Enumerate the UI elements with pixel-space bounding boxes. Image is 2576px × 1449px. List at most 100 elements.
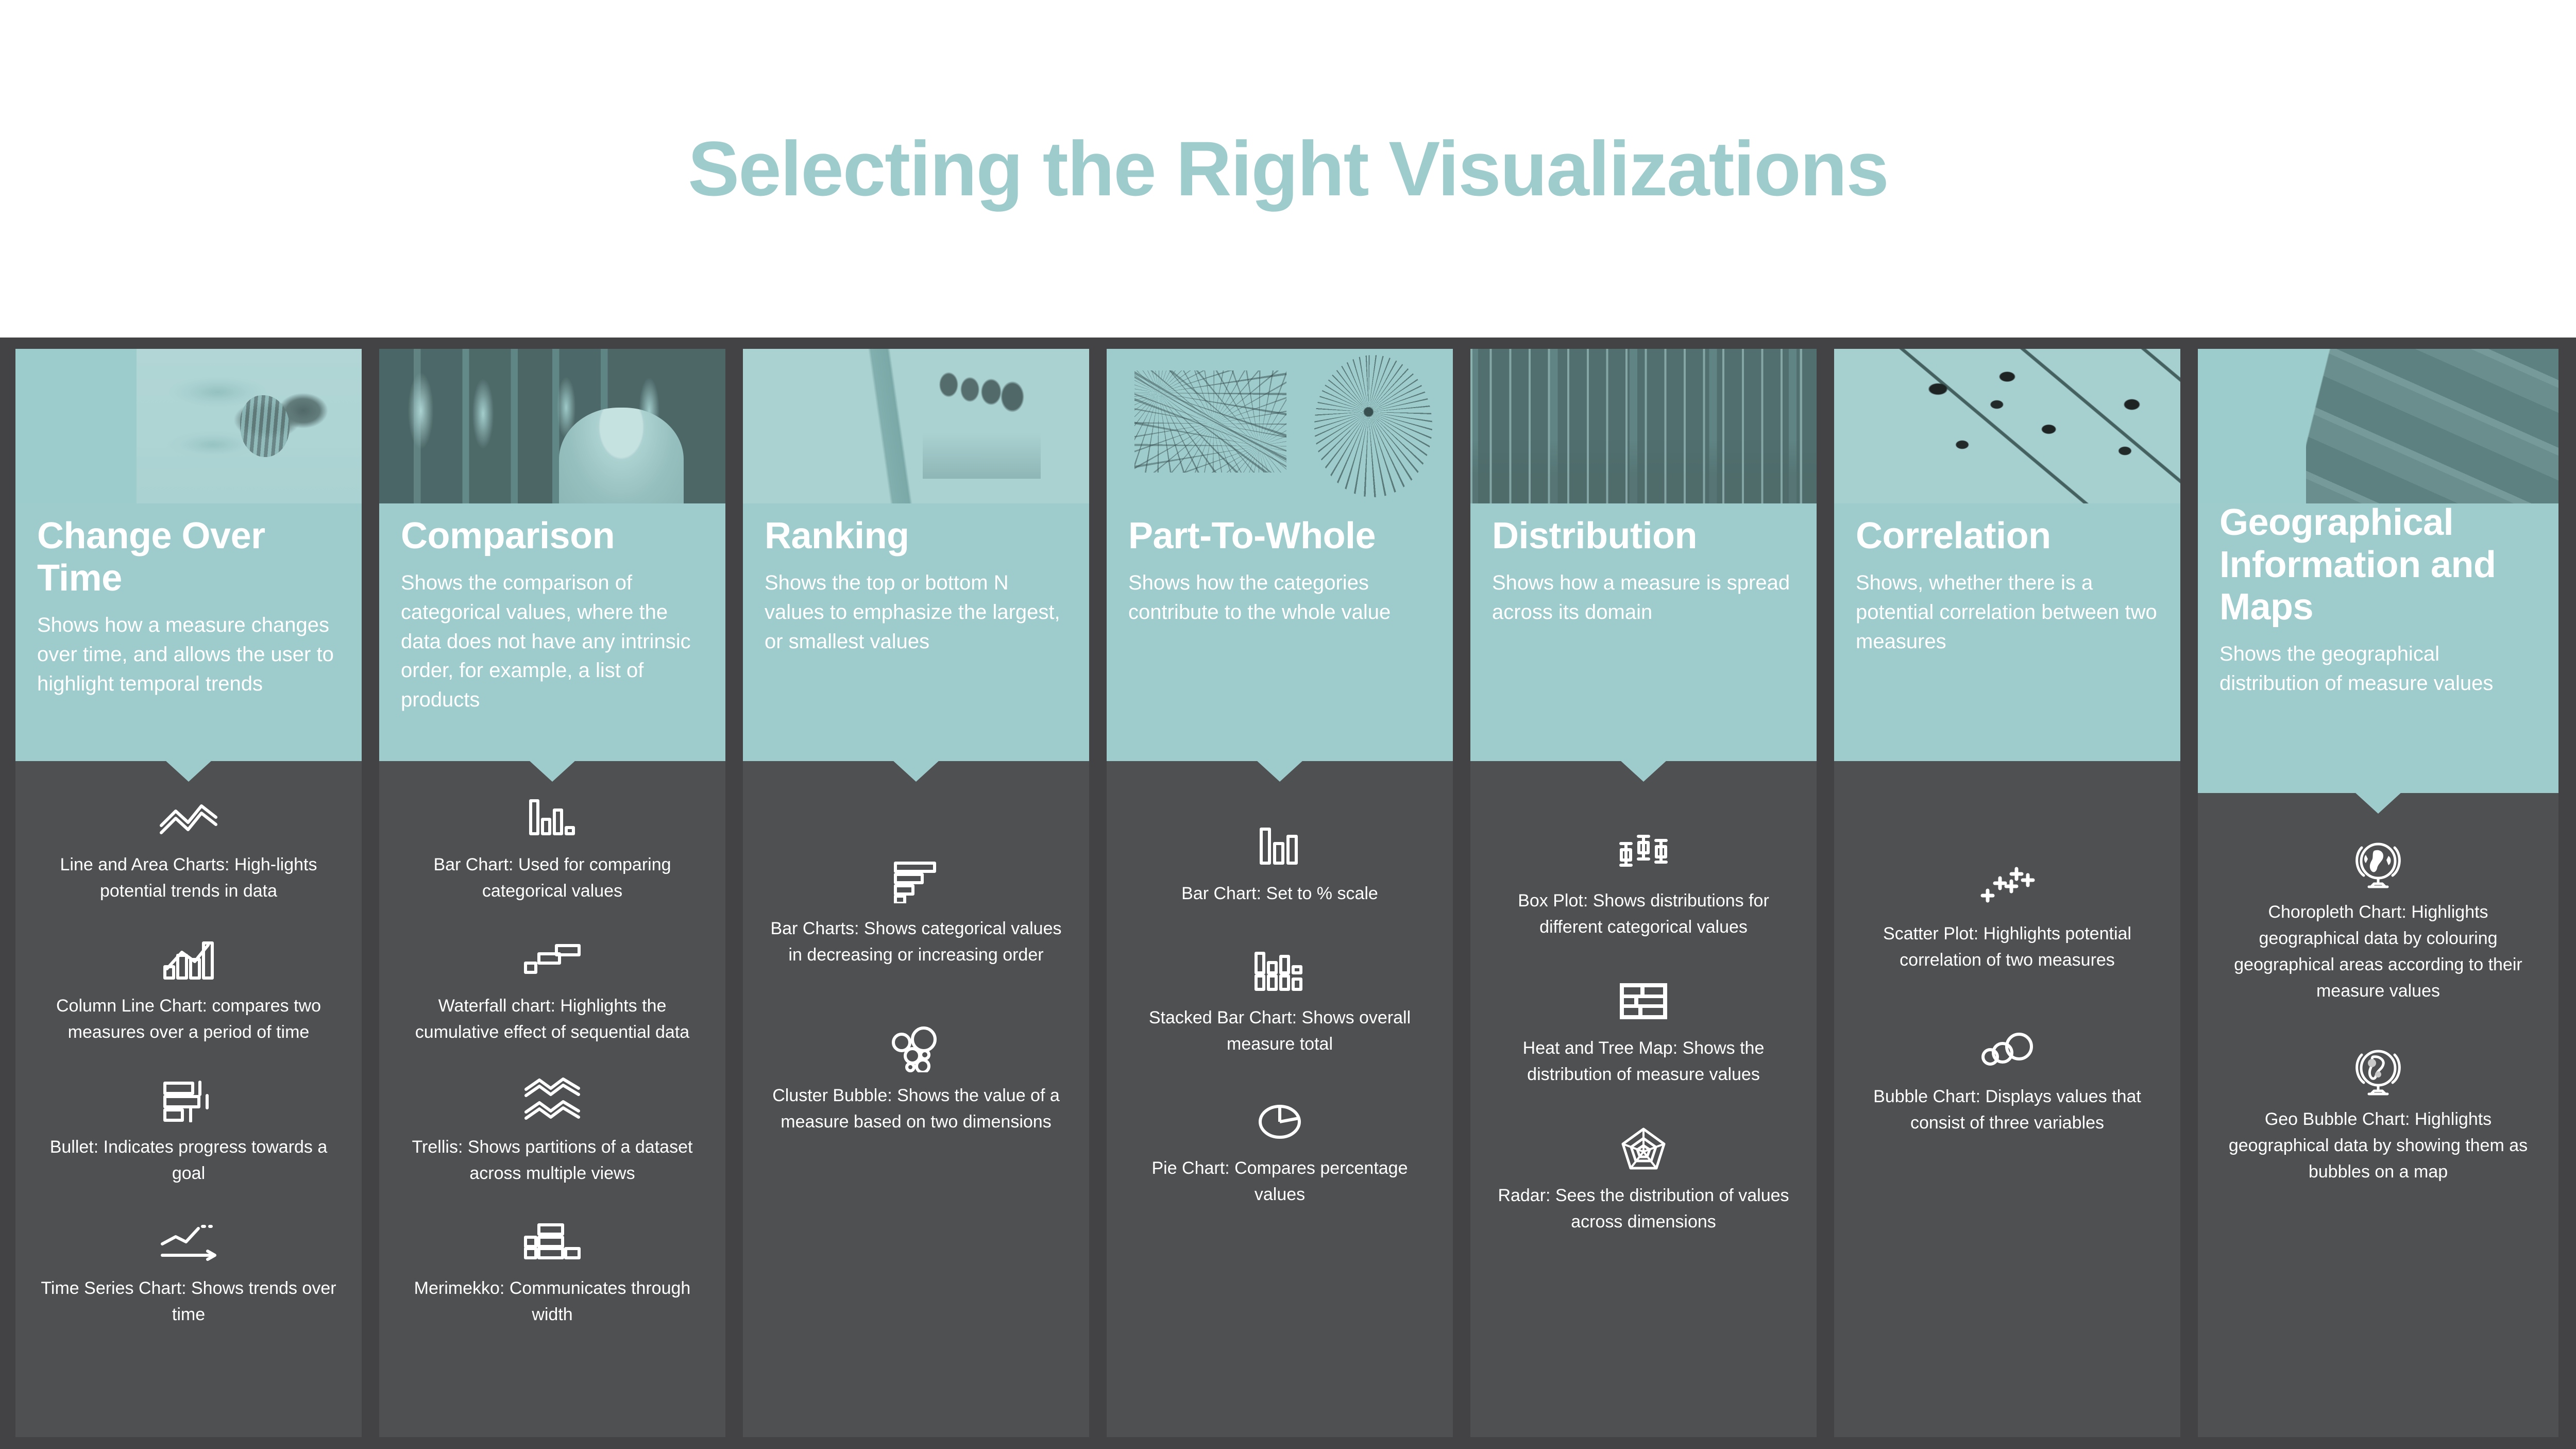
list-item[interactable]: Stacked Bar Chart: Shows overall measure…	[1126, 944, 1433, 1057]
chart-type-label: Cluster Bubble: Shows the value of a mea…	[772, 1086, 1060, 1132]
sorted-bar-chart-icon	[892, 855, 940, 908]
card-header-part-to-whole: Part-To-Whole Shows how the categories c…	[1107, 349, 1453, 782]
list-item[interactable]: Pie Chart: Compares percentage values	[1126, 1094, 1433, 1208]
list-item[interactable]: Line and Area Charts: High-lights potent…	[35, 791, 342, 904]
list-item[interactable]: Bullet: Indicates progress towards a goa…	[35, 1073, 342, 1187]
trellis-chart-icon	[522, 1073, 583, 1127]
card-header-ranking: Ranking Shows the top or bottom N values…	[743, 349, 1089, 782]
bullet-chart-icon	[162, 1073, 215, 1127]
chart-type-label: Box Plot: Shows distributions for differ…	[1518, 891, 1769, 937]
category-description: Shows the geographical distribution of m…	[2219, 643, 2494, 695]
header-notch-triangle	[1256, 760, 1303, 782]
chart-type-label: Merimekko: Communicates through width	[414, 1278, 691, 1324]
card-header-comparison: Comparison Shows the comparison of categ…	[379, 349, 725, 782]
category-description: Shows how a measure is spread across its…	[1492, 571, 1790, 624]
chart-type-label: Trellis: Shows partitions of a dataset a…	[412, 1137, 693, 1183]
card-header-correlation: Correlation Shows, whether there is a po…	[1834, 349, 2180, 761]
category-card-geographical-information-and-maps[interactable]: Geographical Information and Maps Shows …	[2198, 349, 2558, 1437]
chart-type-list: Line and Area Charts: High-lights potent…	[15, 761, 362, 1328]
page-title: Selecting the Right Visualizations	[688, 125, 1889, 212]
list-item[interactable]: Bar Charts: Shows categorical values in …	[762, 855, 1070, 968]
category-card-part-to-whole[interactable]: Part-To-Whole Shows how the categories c…	[1107, 349, 1453, 1437]
category-description: Shows the top or bottom N values to emph…	[765, 571, 1060, 653]
list-item[interactable]: Time Series Chart: Shows trends over tim…	[35, 1215, 342, 1328]
list-item[interactable]: Geo Bubble Chart: Highlights geographica…	[2217, 1046, 2539, 1185]
list-item[interactable]: Box Plot: Shows distributions for differ…	[1490, 827, 1797, 940]
chart-type-label: Geo Bubble Chart: Highlights geographica…	[2228, 1109, 2528, 1182]
chart-type-label: Radar: Sees the distribution of values a…	[1498, 1186, 1789, 1232]
chart-type-list: Box Plot: Shows distributions for differ…	[1470, 761, 1817, 1235]
waterfall-chart-icon	[522, 932, 582, 986]
list-item[interactable]: Bar Chart: Set to % scale	[1126, 820, 1433, 907]
category-title: Distribution	[1492, 515, 1697, 557]
chart-type-label: Bar Charts: Shows categorical values in …	[770, 919, 1062, 965]
bar-chart-icon	[528, 791, 577, 845]
time-series-chart-icon	[158, 1215, 219, 1268]
category-title: Comparison	[401, 515, 615, 557]
chart-type-list: Bar Chart: Used for comparing categorica…	[379, 761, 725, 1328]
box-plot-icon	[1616, 827, 1671, 881]
chart-type-label: Line and Area Charts: High-lights potent…	[60, 855, 317, 901]
radar-chart-icon	[1620, 1122, 1667, 1175]
chart-type-list: Bar Chart: Set to % scale	[1107, 761, 1453, 1208]
categories-panel: Change Over Time Shows how a measure cha…	[0, 338, 2576, 1449]
xray-lightbox-photo	[379, 349, 725, 503]
header-text-block: Ranking Shows the top or bottom N values…	[765, 515, 1073, 656]
column-line-chart-icon	[162, 932, 215, 986]
header-text-block: Comparison Shows the comparison of categ…	[401, 515, 709, 715]
title-bar: Selecting the Right Visualizations	[0, 0, 2576, 338]
category-description: Shows the comparison of categorical valu…	[401, 571, 691, 712]
list-item[interactable]: Merimekko: Communicates through width	[399, 1215, 706, 1328]
chart-type-label: Heat and Tree Map: Shows the distributio…	[1522, 1038, 1765, 1084]
list-item[interactable]: Scatter Plot: Highlights potential corre…	[1854, 860, 2161, 973]
header-notch-triangle	[1620, 760, 1667, 782]
list-item[interactable]: Bar Chart: Used for comparing categorica…	[399, 791, 706, 904]
chart-type-label: Bar Chart: Used for comparing categorica…	[433, 855, 671, 901]
birds-on-wires-photo	[1834, 349, 2180, 503]
list-item[interactable]: Column Line Chart: compares two measures…	[35, 932, 342, 1046]
heat-tree-map-icon	[1619, 974, 1668, 1028]
list-item[interactable]: Heat and Tree Map: Shows the distributio…	[1490, 974, 1797, 1088]
chart-type-label: Column Line Chart: compares two measures…	[56, 996, 321, 1042]
choropleth-globe-icon	[2351, 838, 2405, 892]
header-text-block: Geographical Information and Maps Shows …	[2219, 501, 2542, 698]
stacked-bar-chart-icon	[1253, 944, 1307, 998]
header-text-block: Distribution Shows how a measure is spre…	[1492, 515, 1800, 627]
chart-type-label: Stacked Bar Chart: Shows overall measure…	[1148, 1008, 1411, 1054]
header-text-block: Correlation Shows, whether there is a po…	[1856, 515, 2164, 656]
chart-type-list: Scatter Plot: Highlights potential corre…	[1834, 761, 2180, 1136]
category-title: Change Over Time	[37, 515, 265, 599]
category-card-comparison[interactable]: Comparison Shows the comparison of categ…	[379, 349, 725, 1437]
chart-type-label: Bar Chart: Set to % scale	[1181, 884, 1378, 903]
category-cards: Change Over Time Shows how a measure cha…	[15, 349, 2561, 1437]
card-header-geographical-information-and-maps: Geographical Information and Maps Shows …	[2198, 349, 2558, 814]
header-notch-triangle	[2354, 792, 2402, 814]
dandelion-seeds-photo	[1107, 349, 1453, 503]
card-header-change-over-time: Change Over Time Shows how a measure cha…	[15, 349, 362, 782]
list-item[interactable]: Choropleth Chart: Highlights geographica…	[2217, 838, 2539, 1004]
bubble-chart-icon	[1979, 1023, 2036, 1076]
category-card-ranking[interactable]: Ranking Shows the top or bottom N values…	[743, 349, 1089, 1437]
list-item[interactable]: Waterfall chart: Highlights the cumulati…	[399, 932, 706, 1046]
pie-chart-icon	[1257, 1094, 1303, 1148]
category-card-correlation[interactable]: Correlation Shows, whether there is a po…	[1834, 349, 2180, 1437]
geo-bubble-globe-icon	[2351, 1046, 2405, 1099]
list-item[interactable]: Radar: Sees the distribution of values a…	[1490, 1122, 1797, 1235]
percent-bar-chart-icon	[1258, 820, 1301, 873]
chart-type-label: Bubble Chart: Displays values that consi…	[1873, 1087, 2141, 1133]
cluster-bubble-icon	[889, 1022, 943, 1075]
category-card-distribution[interactable]: Distribution Shows how a measure is spre…	[1470, 349, 1817, 1437]
chart-type-label: Pie Chart: Compares percentage values	[1151, 1158, 1408, 1204]
header-notch-triangle	[892, 760, 940, 782]
cyclists-on-track-photo	[743, 349, 1089, 503]
merimekko-chart-icon	[522, 1215, 582, 1268]
list-item[interactable]: Bubble Chart: Displays values that consi…	[1854, 1023, 2161, 1136]
category-card-change-over-time[interactable]: Change Over Time Shows how a measure cha…	[15, 349, 362, 1437]
chart-type-label: Bullet: Indicates progress towards a goa…	[49, 1137, 328, 1183]
list-item[interactable]: Cluster Bubble: Shows the value of a mea…	[762, 1022, 1070, 1135]
card-header-distribution: Distribution Shows how a measure is spre…	[1470, 349, 1817, 782]
category-title: Ranking	[765, 515, 909, 557]
header-notch-triangle	[165, 760, 212, 782]
list-item[interactable]: Trellis: Shows partitions of a dataset a…	[399, 1073, 706, 1187]
chart-type-list: Choropleth Chart: Highlights geographica…	[2198, 793, 2558, 1185]
